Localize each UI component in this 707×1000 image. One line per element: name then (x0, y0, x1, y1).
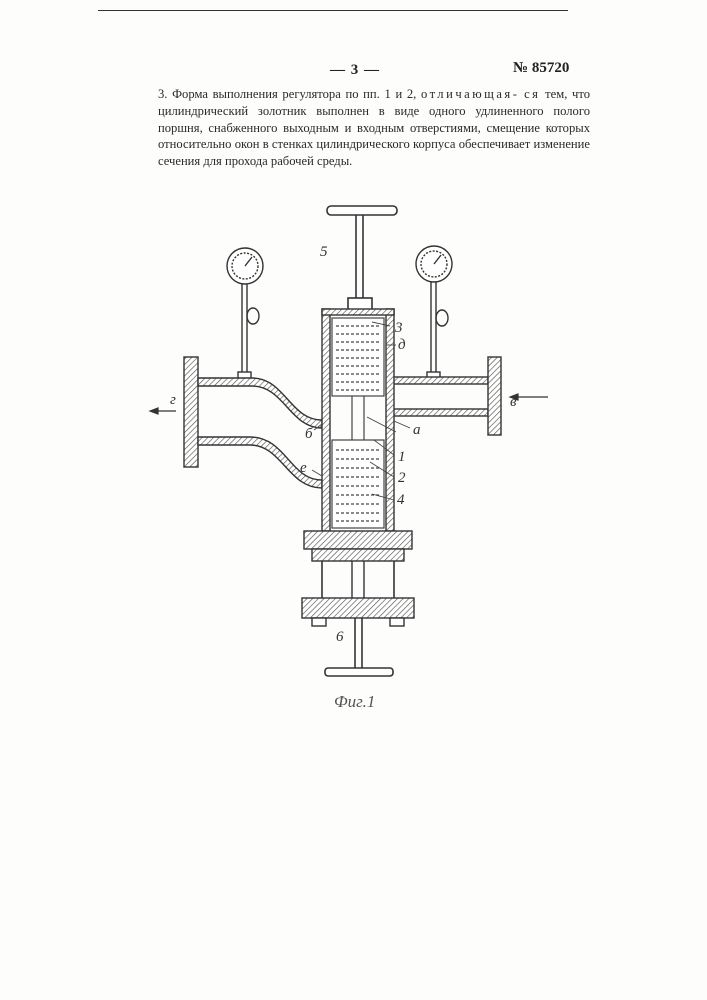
figure-caption: Фиг.1 (334, 692, 375, 711)
label-b-window: б (305, 426, 313, 442)
label-2: 2 (398, 470, 406, 486)
label-d-opening: д (398, 337, 406, 353)
label-g-outlet: г (170, 392, 176, 408)
bottom-flange-assembly (302, 531, 414, 626)
upper-spool-piston (332, 318, 384, 396)
bottom-handle (325, 618, 393, 676)
label-a-window: а (413, 422, 421, 438)
inlet-pipe (392, 357, 501, 435)
label-3: 3 (394, 320, 403, 336)
label-4: 4 (397, 492, 405, 508)
right-pressure-gauge (416, 246, 452, 380)
label-e-opening: е (300, 460, 307, 476)
label-1: 1 (398, 449, 406, 465)
lower-spool-piston (332, 440, 384, 528)
top-handle (327, 206, 397, 310)
label-v-inlet: в (510, 394, 517, 410)
label-5: 5 (320, 244, 328, 260)
left-pressure-gauge (227, 248, 263, 380)
spool-stem (352, 396, 364, 440)
label-6: 6 (336, 629, 344, 645)
